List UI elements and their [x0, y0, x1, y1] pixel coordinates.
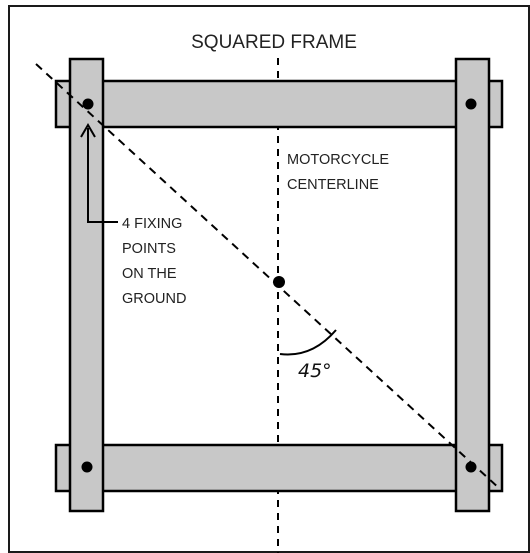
- fixing-points-label-line3: ON THE: [122, 266, 177, 282]
- fixing-point-top-right: [465, 98, 477, 110]
- fixing-point-bottom-left: [81, 461, 93, 473]
- centerline-label-line1: MOTORCYCLE: [287, 152, 389, 168]
- frame-left-upright: [68, 57, 105, 513]
- center-point: [273, 276, 285, 288]
- centerline-label-line2: CENTERLINE: [287, 177, 379, 193]
- fixing-points-label-line1: 4 FIXING: [122, 216, 182, 232]
- diagram-title: SQUARED FRAME: [191, 32, 357, 53]
- frame-right-upright: [454, 57, 491, 513]
- fixing-points-callout: [80, 123, 118, 223]
- fixing-point-bottom-right: [465, 461, 477, 473]
- fixing-point-top-left: [82, 98, 94, 110]
- fixing-points-label-line4: GROUND: [122, 291, 186, 307]
- frame-top-crossbar: [54, 79, 504, 129]
- angle-label: 45°: [298, 360, 332, 382]
- fixing-points-label-line2: POINTS: [122, 241, 176, 257]
- callout-arrow-icon: [80, 123, 96, 138]
- diagonal-45-line: [35, 63, 501, 490]
- angle-arc: [279, 329, 337, 356]
- frame-bottom-crossbar: [54, 443, 504, 493]
